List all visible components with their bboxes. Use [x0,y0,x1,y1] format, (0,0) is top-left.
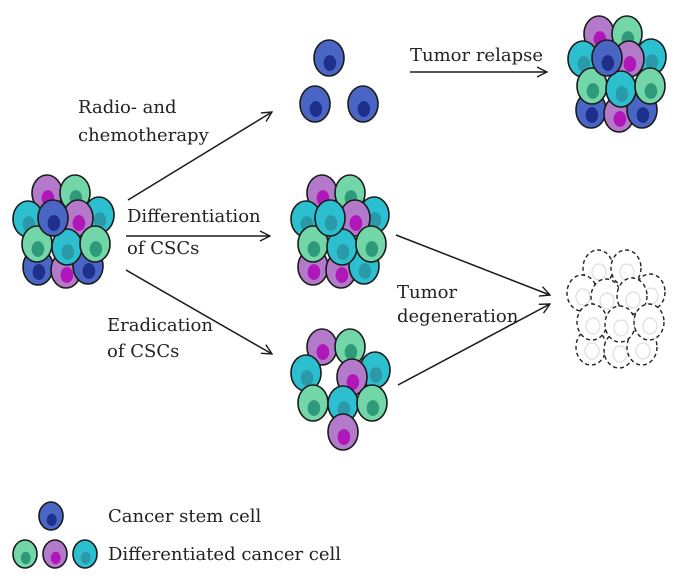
differentiated-cell-purple [327,413,359,451]
therapy-surviving-stem-cells [299,39,379,123]
legend-cancer-stem-cell-label: Cancer stem cell [108,506,262,527]
tumor-relapse-label: Tumor relapse [410,45,543,66]
tumor-degeneration-label-line1: Tumor [397,282,458,303]
differentiated-cell-green [21,225,53,263]
radio-chemo-label-line1: Radio- and [78,97,177,118]
differentiated-cell-teal [51,228,83,266]
cells-layer [12,15,667,569]
differentiated-cell-green [12,539,38,569]
eradicated-tumor-cluster [290,328,391,451]
dead-cell [566,274,598,312]
dead-cell [616,277,648,315]
differentiated-cell-green [576,67,608,105]
arrow-to-therapy-survivors [127,112,272,201]
dead-cell [633,303,665,341]
differentiated-cell-green [355,225,387,263]
dead-cell [610,249,642,287]
differentiated-cell-green [634,67,666,105]
dead-cell [582,249,614,287]
arrow-degeneration-upper [395,234,550,295]
cancer-stem-cell [299,85,331,123]
differentiated-cell-teal [72,539,98,569]
initial-tumor-cluster [12,174,115,289]
differentiated-tumor-cluster [290,174,390,289]
differentiated-cell-green [79,225,111,263]
differentiated-cell-green [297,225,329,263]
cancer-stem-cell [313,39,345,77]
degenerated-tumor-cluster [566,249,666,369]
cancer-stem-cell [38,501,64,531]
differentiated-cell-purple [42,539,68,569]
legend-differentiated-cancer-cell-label: Differentiated cancer cell [108,544,342,565]
eradication-label-line2: of CSCs [107,341,180,362]
tumor-degeneration-label-line2: degeneration [397,306,519,327]
cancer-stem-cell [37,199,69,237]
cancer-stem-cell [591,39,623,77]
cancer-stem-cell [347,85,379,123]
legend-symbols [12,501,98,569]
differentiated-cell-green [356,384,388,422]
differentiation-label-line2: of CSCs [127,238,200,259]
dead-cell [604,305,636,343]
differentiated-cell-teal [605,70,637,108]
differentiated-cell-teal [314,199,346,237]
arrow-to-eradicated-tumor [125,269,272,354]
dead-cell [576,303,608,341]
radio-chemo-label-line2: chemotherapy [78,125,209,146]
relapsed-tumor-cluster [567,15,667,133]
eradication-label-line1: Eradication [107,315,213,336]
differentiation-label-line1: Differentiation [127,206,261,227]
differentiated-cell-green [297,384,329,422]
arrow-degeneration-lower [397,304,550,386]
